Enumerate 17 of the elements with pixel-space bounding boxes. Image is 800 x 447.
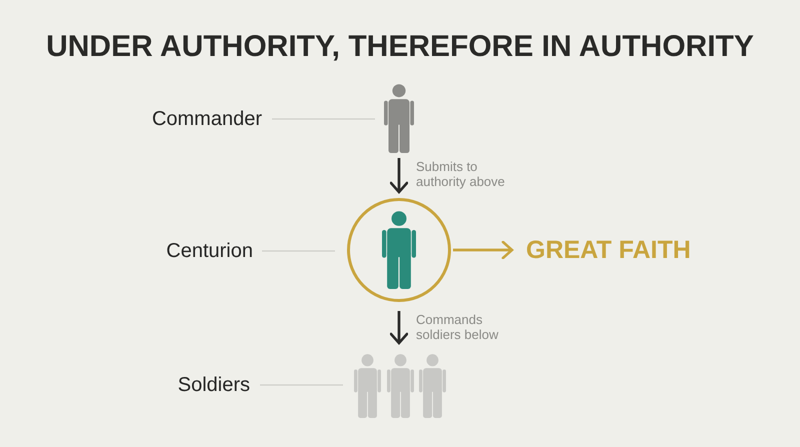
role-label: Commander (152, 107, 262, 131)
leader-line (262, 250, 335, 252)
person-icon (354, 354, 381, 418)
highlight-ring (347, 198, 451, 302)
role-label: Soldiers (178, 373, 250, 397)
arrow (390, 311, 408, 344)
leader-line (260, 384, 343, 386)
person-icon (384, 84, 414, 153)
person-icon (419, 354, 446, 418)
person-icon (387, 354, 414, 418)
title: UNDER AUTHORITY, THEREFORE IN AUTHORITY (46, 29, 754, 65)
person-icon (382, 211, 416, 289)
result-label: GREAT FAITH (526, 235, 691, 265)
arrow (390, 158, 408, 194)
role-label: Centurion (166, 239, 253, 263)
leader-line (272, 118, 375, 120)
arrow (453, 240, 514, 260)
